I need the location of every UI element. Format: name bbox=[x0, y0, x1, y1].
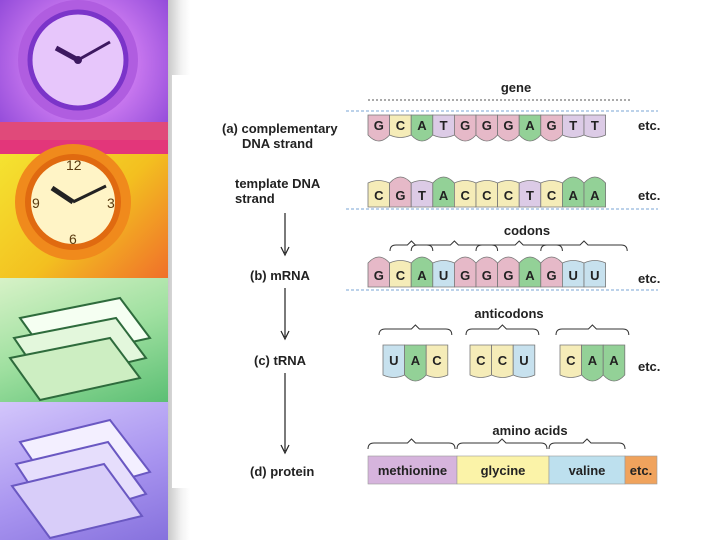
papers-lavender-image bbox=[0, 402, 168, 540]
mrna-nucleotide-letter: U bbox=[439, 268, 448, 283]
anticodons-label: anticodons bbox=[474, 306, 543, 321]
anticodon-nucleotide-letter: C bbox=[498, 353, 508, 368]
etc-mrna: etc. bbox=[638, 271, 660, 286]
etc-trna: etc. bbox=[638, 359, 660, 374]
label-mrna: (b) mRNA bbox=[250, 268, 310, 283]
complementary-nucleotide-letter: T bbox=[440, 118, 448, 133]
anticodon-brace bbox=[466, 325, 539, 335]
template-nucleotide-letter: C bbox=[461, 188, 471, 203]
complementary-nucleotide-letter: G bbox=[547, 118, 557, 133]
mrna-nucleotide-letter: G bbox=[460, 268, 470, 283]
complementary-nucleotide-letter: A bbox=[525, 118, 535, 133]
books-green-image bbox=[0, 278, 168, 402]
template-nucleotide-letter: C bbox=[374, 188, 384, 203]
template-nucleotide-letter: C bbox=[482, 188, 492, 203]
svg-text:9: 9 bbox=[32, 195, 40, 211]
template-nucleotide-letter: C bbox=[547, 188, 557, 203]
mrna-nucleotide-letter: A bbox=[417, 268, 427, 283]
clock-orange-icon: 12 3 6 9 bbox=[0, 140, 168, 278]
clock-purple-icon bbox=[0, 0, 168, 140]
complementary-nucleotide-letter: C bbox=[396, 118, 406, 133]
template-nucleotide-letter: G bbox=[395, 188, 405, 203]
mrna-nucleotide-letter: U bbox=[569, 268, 578, 283]
papers-icon bbox=[0, 402, 168, 540]
mrna-nucleotide-letter: G bbox=[547, 268, 557, 283]
svg-text:12: 12 bbox=[66, 157, 82, 173]
template-nucleotide-letter: A bbox=[439, 188, 449, 203]
mrna-nucleotide-letter: G bbox=[482, 268, 492, 283]
template-nucleotide-letter: A bbox=[590, 188, 600, 203]
gene-label: gene bbox=[501, 80, 531, 95]
mrna-nucleotide-letter: C bbox=[396, 268, 406, 283]
codons-label: codons bbox=[504, 223, 550, 238]
codon-brace bbox=[411, 241, 497, 251]
complementary-nucleotide-letter: A bbox=[417, 118, 427, 133]
amino-acids-label: amino acids bbox=[492, 423, 567, 438]
clock-orange-image: 12 3 6 9 bbox=[0, 140, 168, 278]
amino-brace bbox=[549, 439, 625, 449]
anticodon-nucleotide-letter: C bbox=[566, 353, 576, 368]
mrna-nucleotide-letter: G bbox=[503, 268, 513, 283]
complementary-nucleotide-letter: T bbox=[569, 118, 577, 133]
anticodon-nucleotide-letter: U bbox=[519, 353, 528, 368]
anticodon-nucleotide-letter: U bbox=[389, 353, 398, 368]
label-trna: (c) tRNA bbox=[254, 353, 306, 368]
complementary-nucleotide-letter: G bbox=[482, 118, 492, 133]
template-nucleotide-letter: A bbox=[569, 188, 579, 203]
amino-acid-text: methionine bbox=[378, 463, 447, 478]
template-nucleotide-letter: C bbox=[504, 188, 514, 203]
svg-text:3: 3 bbox=[107, 195, 115, 211]
mrna-nucleotide-letter: G bbox=[374, 268, 384, 283]
clock-purple-image bbox=[0, 0, 168, 140]
anticodon-nucleotide-letter: A bbox=[588, 353, 598, 368]
svg-text:6: 6 bbox=[69, 231, 77, 247]
amino-acid-text: valine bbox=[569, 463, 606, 478]
label-template-line1: template DNA bbox=[235, 176, 320, 191]
mrna-nucleotide-letter: U bbox=[590, 268, 599, 283]
anticodon-brace bbox=[556, 325, 629, 335]
decorative-image-strip: 12 3 6 9 bbox=[0, 0, 168, 540]
template-nucleotide-letter: T bbox=[526, 188, 534, 203]
complementary-nucleotide-letter: T bbox=[591, 118, 599, 133]
etc-template: etc. bbox=[638, 188, 660, 203]
anticodon-nucleotide-letter: C bbox=[432, 353, 442, 368]
label-complementary-line1: (a) complementary bbox=[222, 121, 338, 136]
label-protein: (d) protein bbox=[250, 464, 314, 479]
anticodon-brace bbox=[379, 325, 452, 335]
complementary-nucleotide-letter: G bbox=[460, 118, 470, 133]
books-icon bbox=[0, 278, 168, 402]
codon-brace bbox=[541, 241, 627, 251]
anticodon-nucleotide-letter: C bbox=[476, 353, 486, 368]
amino-brace bbox=[457, 439, 547, 449]
complementary-nucleotide-letter: G bbox=[503, 118, 513, 133]
template-nucleotide-letter: T bbox=[418, 188, 426, 203]
anticodon-nucleotide-letter: A bbox=[411, 353, 421, 368]
amino-acid-text: etc. bbox=[630, 463, 652, 478]
anticodon-nucleotide-letter: A bbox=[609, 353, 619, 368]
codon-brace bbox=[476, 241, 562, 251]
complementary-nucleotide-letter: G bbox=[374, 118, 384, 133]
mrna-nucleotide-letter: A bbox=[525, 268, 535, 283]
amino-brace bbox=[368, 439, 455, 449]
amino-acid-text: glycine bbox=[481, 463, 526, 478]
etc-complementary: etc. bbox=[638, 118, 660, 133]
label-complementary-line2: DNA strand bbox=[242, 136, 313, 151]
label-template-line2: strand bbox=[235, 191, 275, 206]
